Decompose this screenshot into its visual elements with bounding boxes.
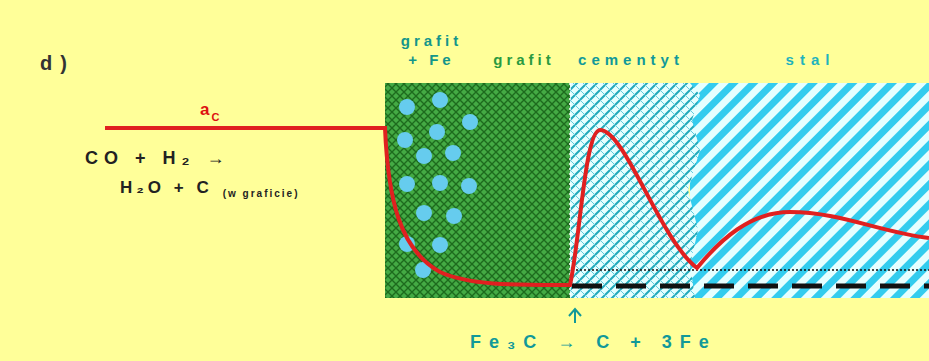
activity-subscript: C: [211, 111, 219, 124]
phase-name: grafit: [493, 50, 555, 69]
band-heading: stal: [682, 50, 929, 69]
activity-symbol: a: [200, 100, 209, 120]
band-heading: cementyt: [560, 50, 702, 69]
up-arrow: [569, 309, 581, 323]
reaction-text: CO + H₂ →: [85, 148, 231, 169]
phase-band: stal: [692, 83, 929, 298]
phase-name: cementyt: [578, 50, 684, 69]
dotted-level: [572, 269, 929, 271]
reaction-text: Fe₃C → C + 3Fe: [470, 332, 717, 353]
steel-region: [690, 83, 929, 298]
phase-name: grafit + Fe: [401, 31, 463, 69]
reaction-note: (w graficie): [223, 188, 300, 200]
phase-band: grafit + Fe: [385, 83, 478, 298]
panel-letter: d): [40, 52, 75, 75]
dashed-level: [572, 284, 929, 289]
cementite-region: [570, 83, 700, 298]
reaction-text: H₂O + C: [120, 178, 213, 198]
iron-particles: [397, 92, 478, 278]
phase-border: [569, 83, 571, 298]
graphite-region: [385, 83, 570, 298]
band-heading: grafit + Fe: [375, 31, 488, 69]
phase-band: grafit: [478, 83, 570, 298]
phase-name: stal: [786, 50, 836, 69]
band-heading: grafit: [468, 50, 580, 69]
phase-band: cementyt: [570, 83, 692, 298]
